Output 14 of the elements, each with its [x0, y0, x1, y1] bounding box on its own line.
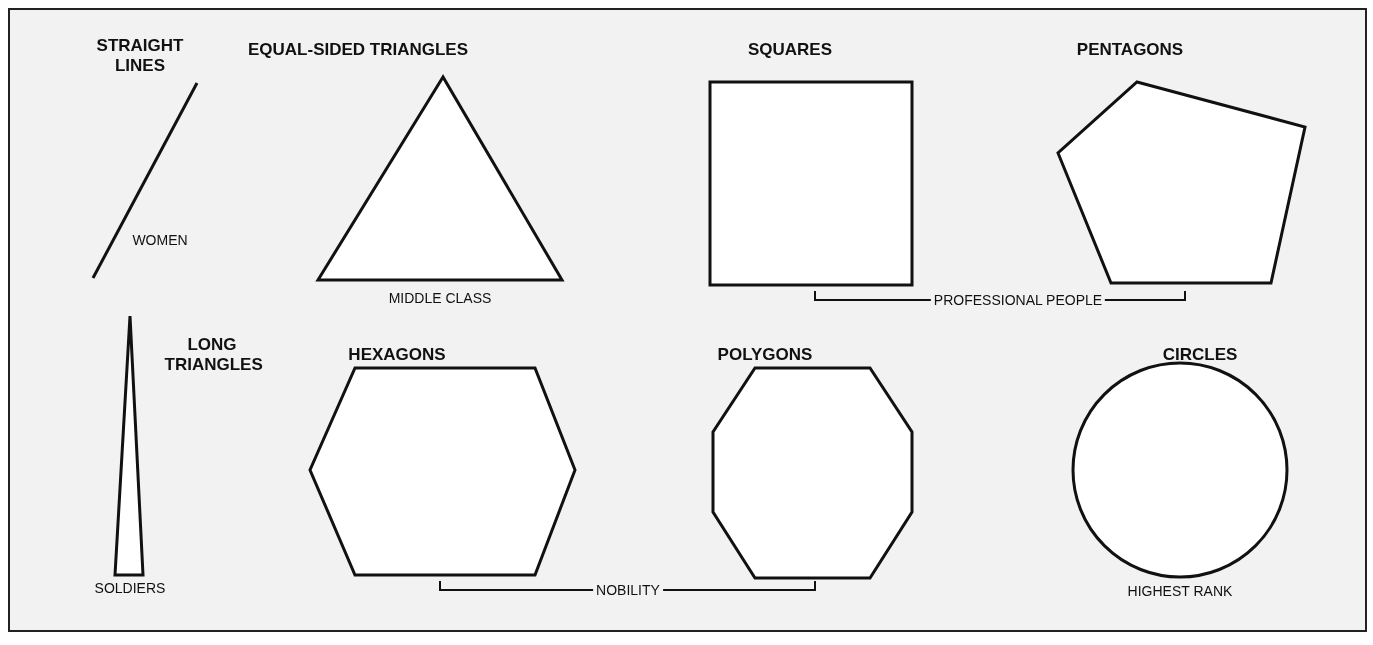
group-label: NOBILITY [593, 582, 663, 598]
shape-heading: HEXAGONS [348, 345, 446, 365]
shape-heading: POLYGONS [717, 345, 813, 365]
shape-heading: PENTAGONS [1076, 40, 1184, 60]
group-label: PROFESSIONAL PEOPLE [930, 292, 1106, 308]
shape-heading: CIRCLES [1162, 345, 1238, 365]
shape-heading: EQUAL-SIDED TRIANGLES [247, 40, 469, 60]
shape-heading: LONG TRIANGLES [164, 335, 260, 375]
shape-caption: WOMEN [132, 232, 188, 248]
shape-caption: SOLDIERS [94, 580, 166, 596]
shape-heading: SQUARES [747, 40, 833, 60]
shape-caption: HIGHEST RANK [1127, 583, 1233, 599]
shape-caption: MIDDLE CLASS [388, 290, 492, 306]
shape-heading: STRAIGHT LINES [95, 36, 185, 76]
